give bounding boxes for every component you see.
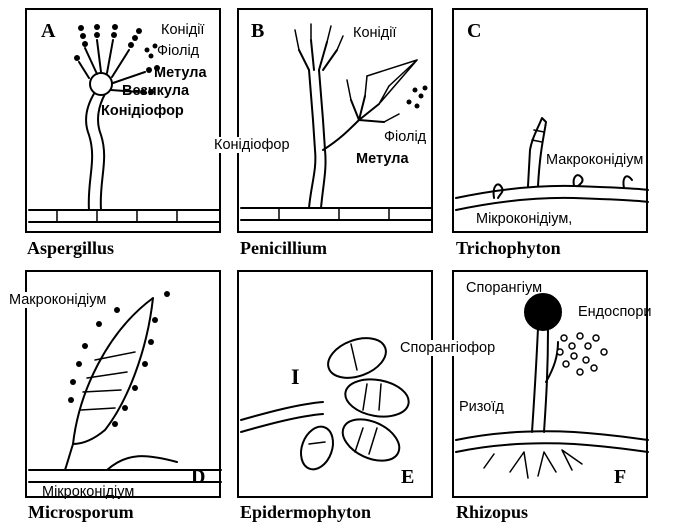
label-microconidium: Мікроконідіум <box>42 484 134 500</box>
caption-trichophyton: Trichophyton <box>456 238 561 259</box>
label-macroconidium: Макроконідіум <box>9 292 106 308</box>
label-phialide: Фіолід <box>384 129 426 145</box>
label-endospores: Ендоспори <box>578 304 652 320</box>
label-macroconidium: Макроконідіум <box>546 152 643 168</box>
label-vesicle: Везикула <box>122 83 189 99</box>
label-metula: Метула <box>154 65 207 81</box>
panel-letter-c: C <box>467 20 481 43</box>
label-sporangium: Спорангіум <box>466 280 542 296</box>
caption-epidermophyton: Epidermophyton <box>240 502 371 523</box>
panel-trichophyton: C Макроконідіум Мікроконідіум, <box>452 8 648 233</box>
label-conidiophore: Конідіофор <box>214 137 290 153</box>
panel-letter-d: D <box>191 466 205 489</box>
label-conidiophore: Конідіофор <box>101 103 184 119</box>
panel-letter-f: F <box>614 466 626 489</box>
panel-letter-e: E <box>401 466 414 489</box>
trichophyton-illustration <box>454 10 650 235</box>
label-conidia: Конідії <box>161 22 204 38</box>
panel-rhizopus: Спорангіум Ендоспори Спорангіофор Ризоїд… <box>452 270 648 498</box>
caption-microsporum: Microsporum <box>28 502 134 523</box>
label-microconidium: Мікроконідіум, <box>476 211 572 227</box>
penicillium-illustration <box>239 10 435 235</box>
label-conidia: Конідії <box>353 25 396 41</box>
label-rhizoid: Ризоїд <box>459 399 504 415</box>
panel-letter-a: A <box>41 20 55 43</box>
caption-rhizopus: Rhizopus <box>456 502 528 523</box>
panel-letter-b: B <box>251 20 264 43</box>
label-sporangiophore: Спорангіофор <box>400 340 495 356</box>
label-metula: Метула <box>356 151 409 167</box>
label-phialide: Фіолід <box>157 43 199 59</box>
caption-penicillium: Penicillium <box>240 238 327 259</box>
caption-aspergillus: Aspergillus <box>27 238 114 259</box>
panel-microsporum: Макроконідіум Мікроконідіум D <box>25 270 221 498</box>
label-numeral: I <box>291 364 300 390</box>
panel-epidermophyton: E I <box>237 270 433 498</box>
panel-penicillium: B Конідії Фіолід Метула Конідіофор <box>237 8 433 233</box>
panel-aspergillus: A Конідії Фіолід Метула Везикула Конідіо… <box>25 8 221 233</box>
